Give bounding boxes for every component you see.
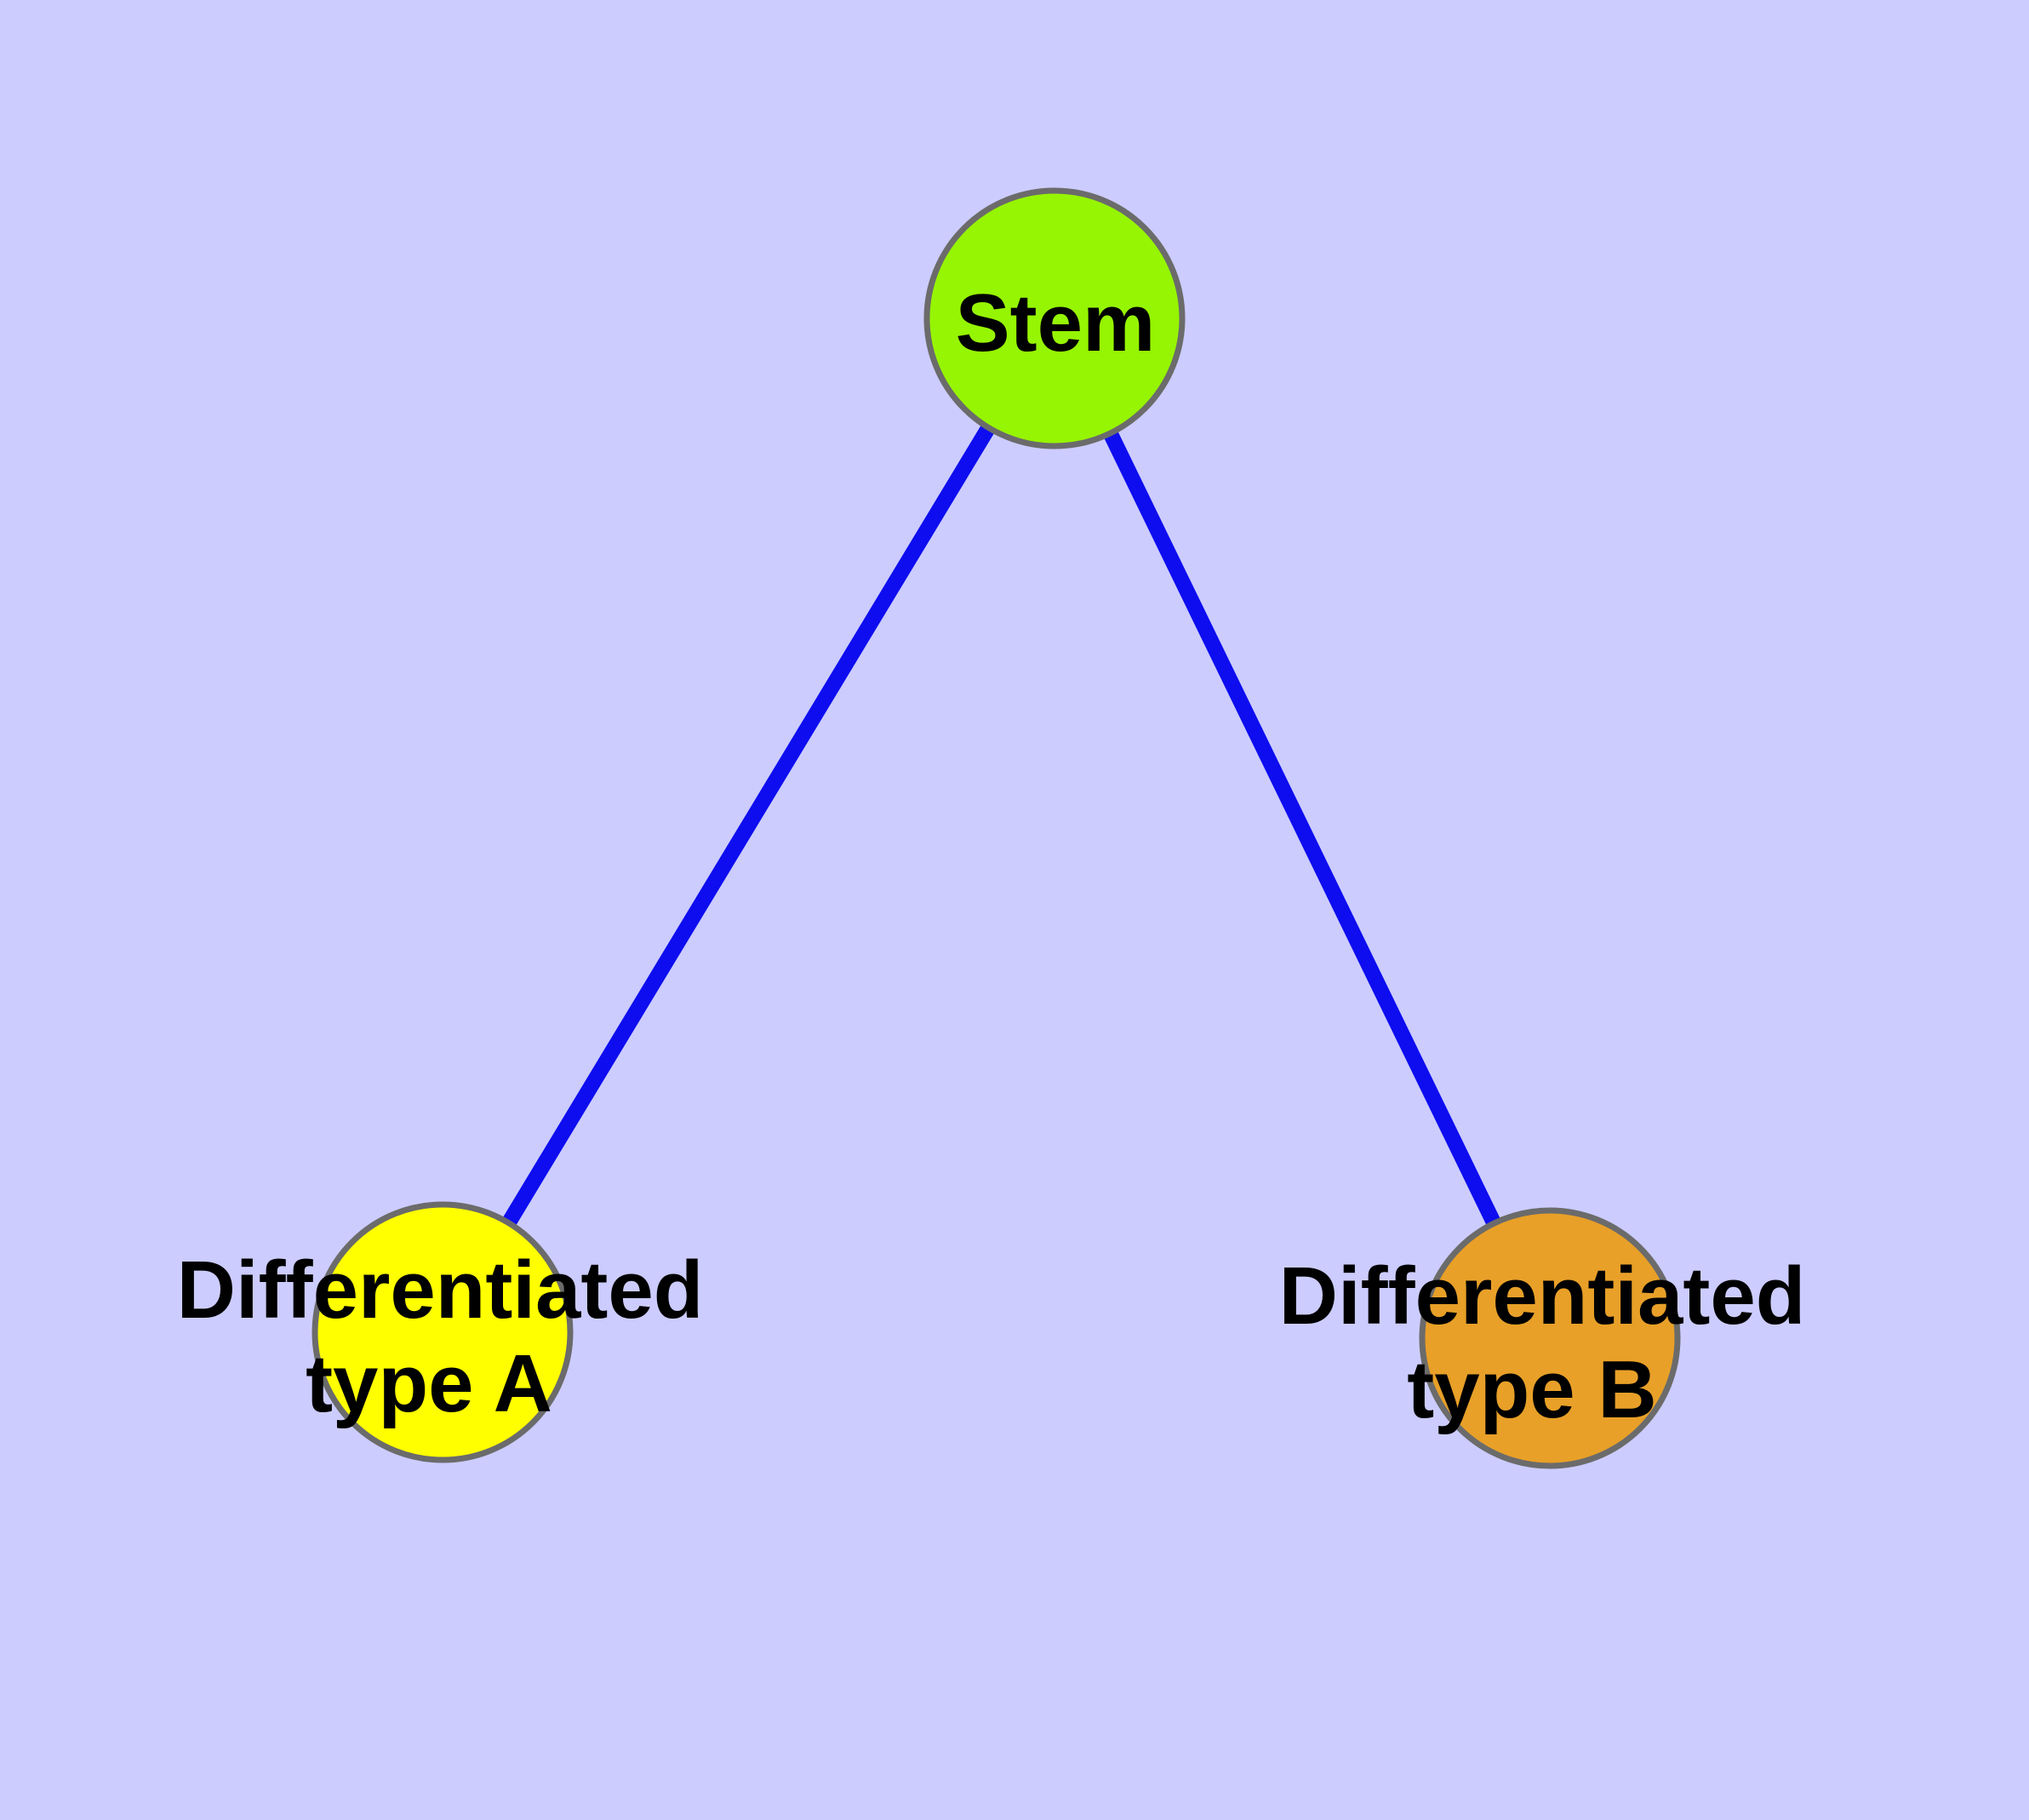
edge-stem-to-type-b (1047, 315, 1557, 1342)
node-stem-circle (923, 187, 1186, 449)
node-differentiated-type-a: Differentiated type A (177, 1201, 704, 1463)
node-differentiated-type-a-label-line-1: Differentiated (177, 1245, 704, 1336)
node-differentiated-type-b: Differentiated type B (1279, 1207, 1806, 1469)
node-differentiated-type-a-label-line-2: type A (306, 1338, 552, 1429)
edge-stem-to-type-a (436, 314, 1061, 1336)
node-stem-label: Stem (956, 278, 1156, 369)
node-stem: Stem (923, 187, 1186, 449)
node-differentiated-type-b-circle (1419, 1207, 1681, 1469)
node-differentiated-type-a-circle (311, 1201, 574, 1463)
node-differentiated-type-b-label-line-1: Differentiated (1279, 1251, 1806, 1342)
node-differentiated-type-b-label-line-2: type B (1407, 1344, 1656, 1435)
